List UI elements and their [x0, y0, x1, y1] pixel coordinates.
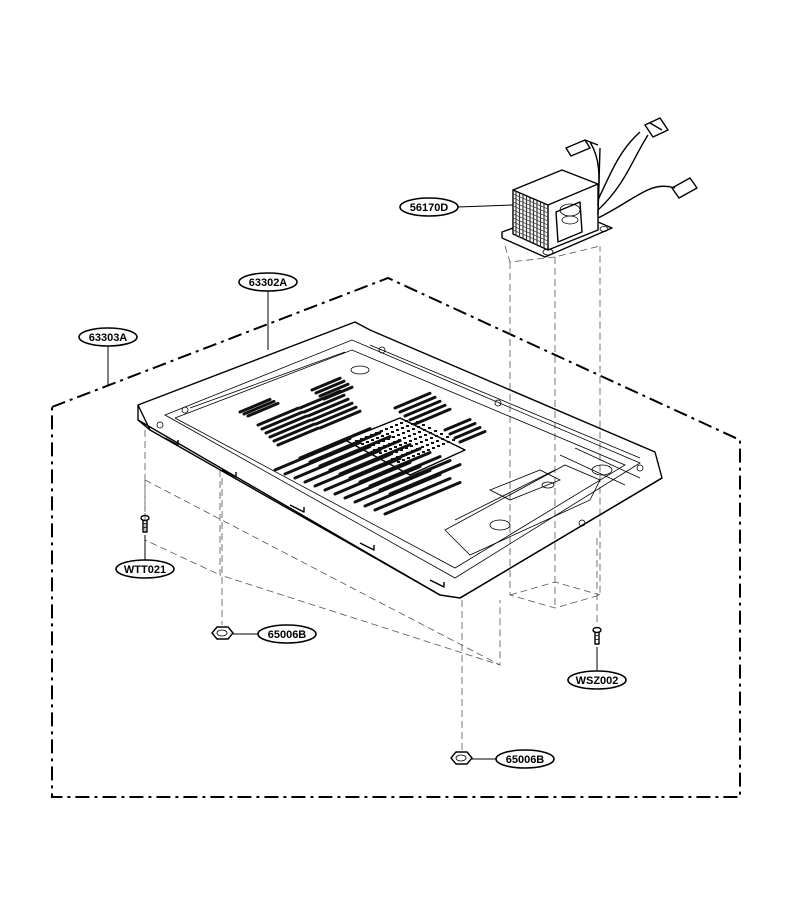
assembly-boundary: [51, 276, 741, 798]
transformer-projection: [504, 245, 601, 609]
base-plate: [137, 321, 663, 599]
transformer: [501, 169, 613, 258]
callout-56170D: 56170D: [399, 197, 459, 217]
connector-right: [671, 177, 698, 199]
callout-65006B-lower: 65006B: [495, 749, 555, 769]
connector-left: [565, 139, 591, 157]
callout-65006B-upper: 65006B: [257, 624, 317, 644]
svg-text:65006B: 65006B: [506, 754, 545, 766]
svg-text:56170D: 56170D: [410, 202, 449, 214]
svg-text:63302A: 63302A: [249, 277, 288, 289]
svg-text:WTT021: WTT021: [124, 564, 166, 576]
svg-text:WSZ002: WSZ002: [576, 675, 619, 687]
callout-WTT021: WTT021: [115, 559, 175, 579]
screw-right: [592, 626, 602, 645]
transformer-lamination: [512, 192, 549, 248]
svg-text:65006B: 65006B: [268, 629, 307, 641]
callout-63302A: 63302A: [238, 272, 298, 292]
nut-lower: [450, 751, 473, 765]
callout-WSZ002: WSZ002: [567, 670, 627, 690]
plate-projection: [144, 470, 501, 666]
connector-top: [644, 117, 669, 138]
nut-upper: [211, 626, 234, 640]
svg-text:63303A: 63303A: [89, 332, 128, 344]
callout-63303A: 63303A: [78, 327, 138, 347]
vent-slots: [238, 376, 487, 516]
transformer-wires: [565, 117, 698, 219]
screw-left: [140, 514, 150, 533]
